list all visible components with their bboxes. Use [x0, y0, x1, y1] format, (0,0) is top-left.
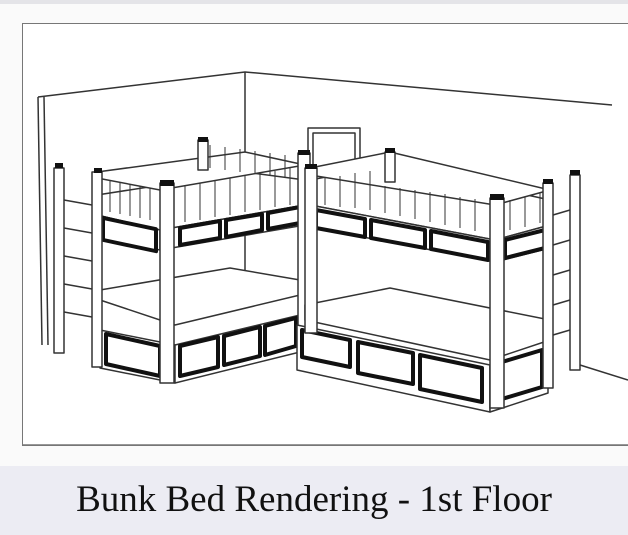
caption: Bunk Bed Rendering - 1st Floor: [76, 479, 552, 520]
right-bunk-bed: [296, 148, 581, 413]
bunk-bed-drawing: [22, 71, 628, 446]
top-strip: [0, 0, 628, 4]
left-bunk-bed: [53, 137, 311, 384]
caption-band: [0, 466, 628, 535]
